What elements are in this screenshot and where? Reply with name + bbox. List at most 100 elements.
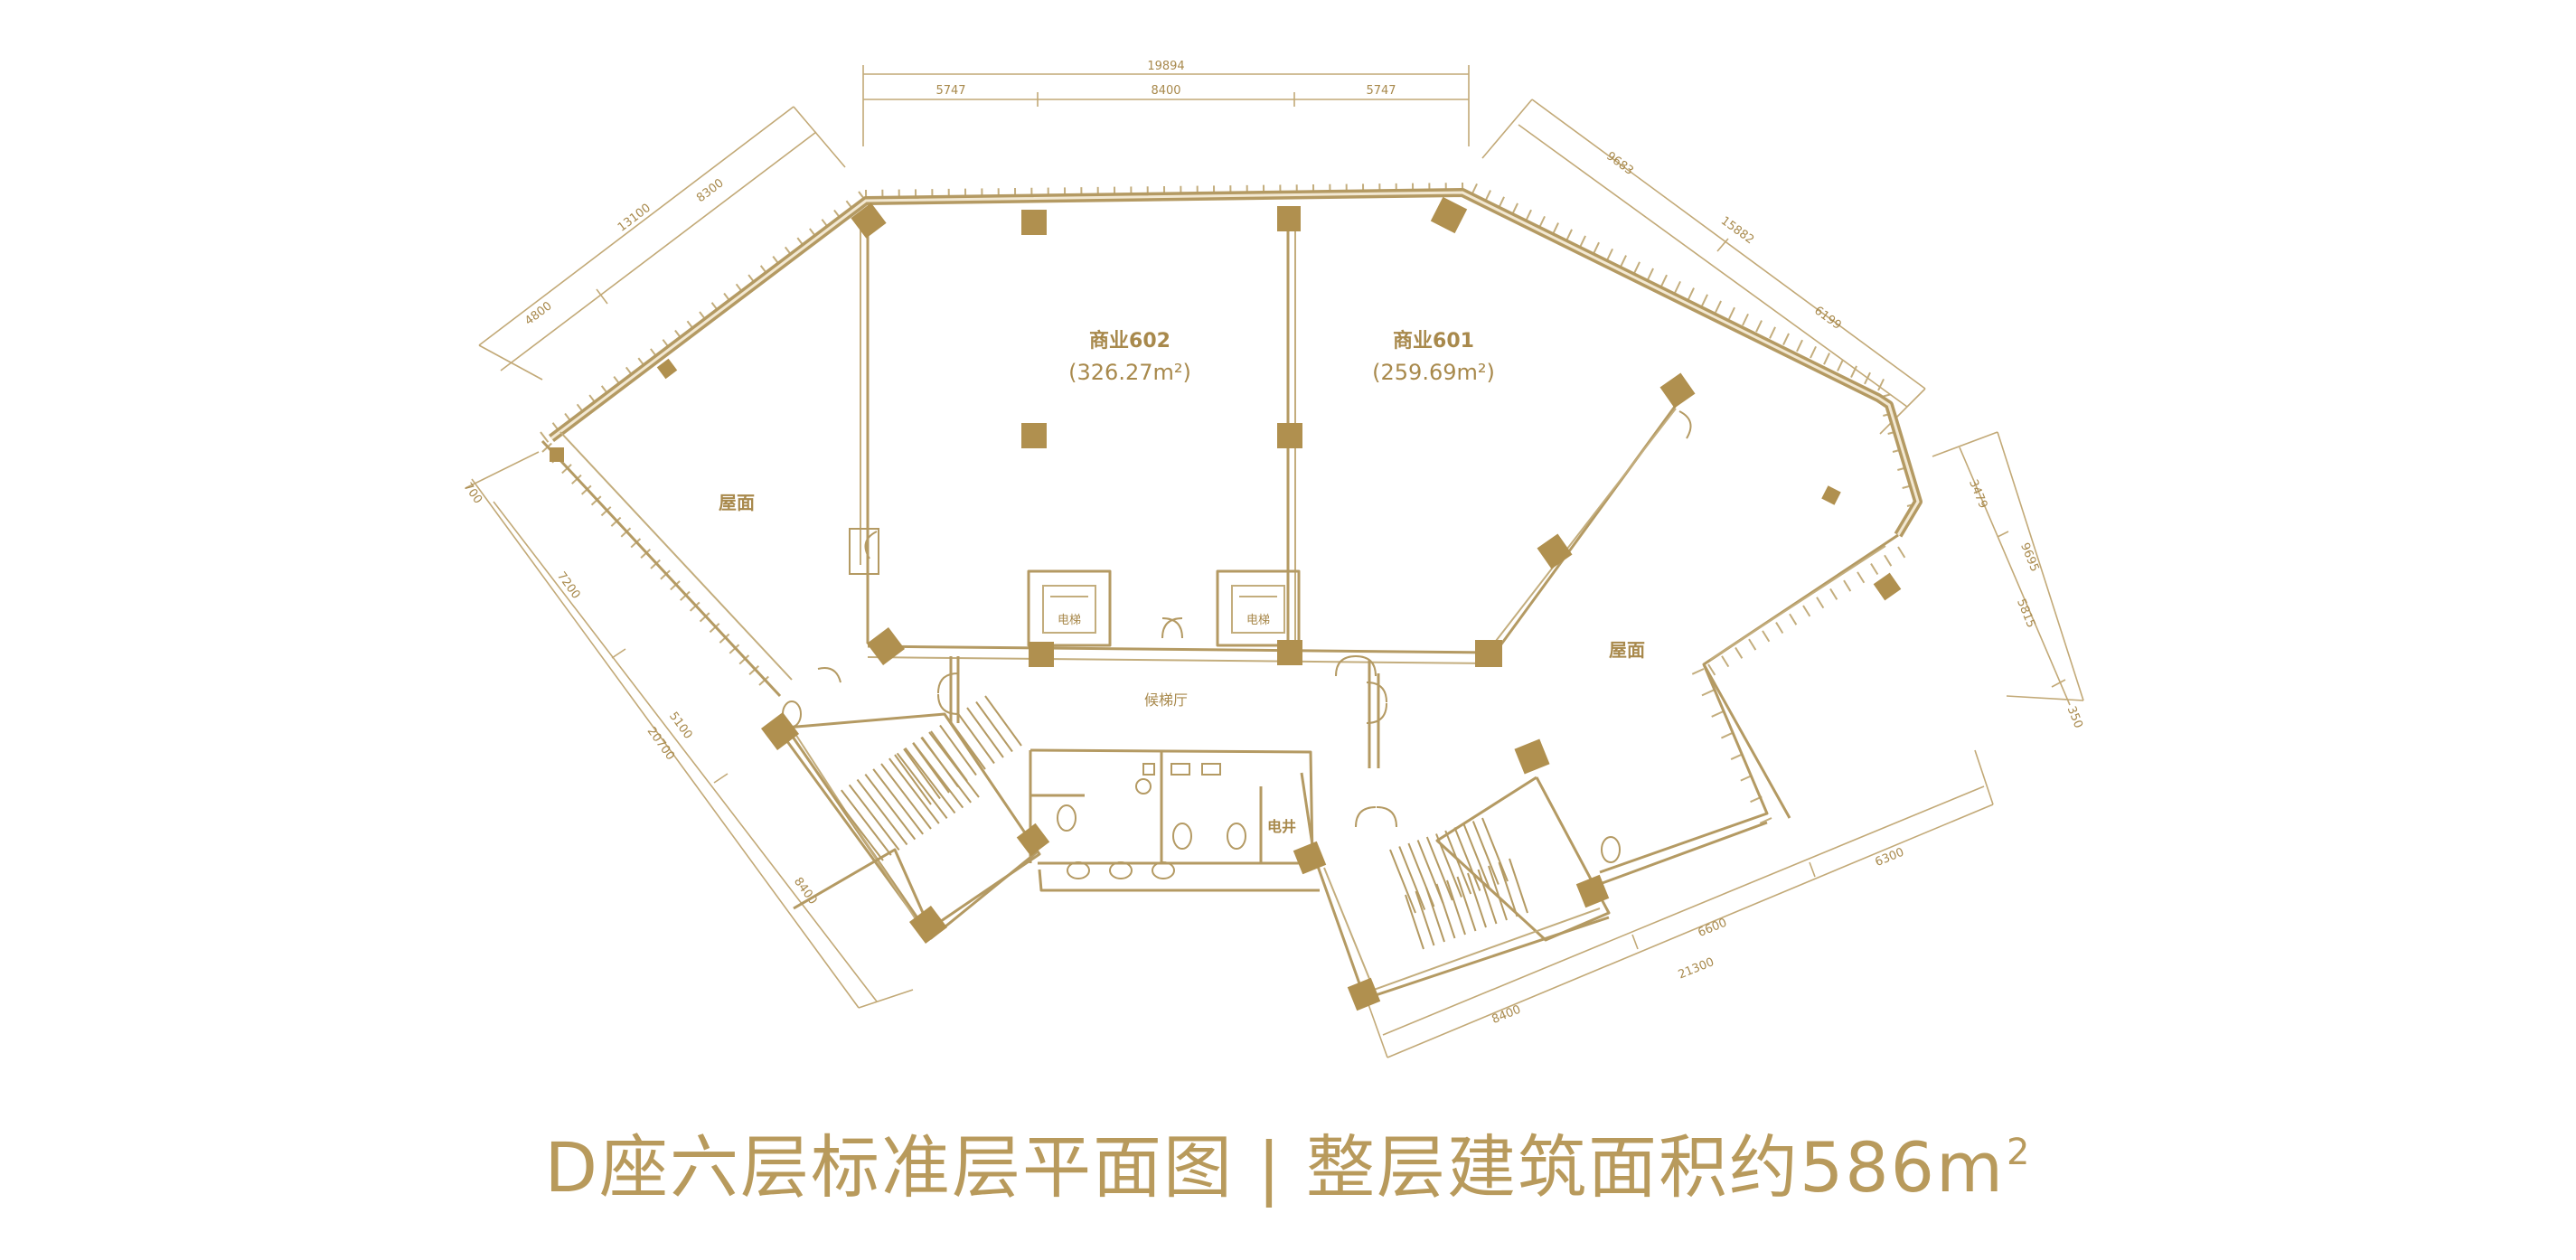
stair-tread bbox=[957, 712, 995, 765]
stair-tread bbox=[1498, 861, 1518, 917]
railing-tick bbox=[758, 675, 769, 686]
stair-tread bbox=[930, 730, 968, 782]
stair-tread bbox=[1415, 890, 1435, 946]
dim-ur-a: 9683 bbox=[1603, 149, 1636, 178]
railing-tick bbox=[1565, 229, 1573, 241]
stair-tread bbox=[841, 789, 892, 856]
room-shaft: 电井 bbox=[1267, 818, 1296, 835]
railing-tick bbox=[1728, 306, 1735, 320]
dimension-lines bbox=[465, 65, 2084, 1058]
stair-tread bbox=[1405, 894, 1424, 950]
railing-tick bbox=[1715, 300, 1722, 314]
railing-tick bbox=[1711, 710, 1724, 718]
railing-tick bbox=[1782, 333, 1790, 346]
railing-tick bbox=[1755, 320, 1763, 333]
railing-tick bbox=[1796, 339, 1803, 353]
railing-tick bbox=[1877, 378, 1885, 391]
dim-left-total: 20700 bbox=[644, 725, 677, 763]
columns bbox=[550, 196, 1902, 1011]
stair-tread bbox=[939, 724, 977, 776]
room-elevator-left: 电梯 bbox=[1058, 614, 1081, 627]
railing-tick bbox=[1701, 294, 1708, 306]
railing-tick bbox=[719, 633, 730, 644]
railing-tick bbox=[1579, 235, 1586, 249]
stair-tread bbox=[1425, 887, 1445, 943]
railing-tick bbox=[1748, 638, 1757, 651]
railing-tick bbox=[1735, 646, 1744, 659]
stair-tread bbox=[894, 754, 932, 805]
dim-left-a: 700 bbox=[460, 480, 484, 506]
railing-tick bbox=[1620, 255, 1627, 268]
dim-ur-b: 6199 bbox=[1811, 304, 1844, 333]
railing-tick bbox=[1870, 563, 1879, 576]
stair-tread bbox=[1446, 879, 1466, 936]
stair-tread bbox=[896, 752, 948, 819]
dim-right-a: 3479 bbox=[1966, 478, 1989, 511]
dim-right-b: 5815 bbox=[2014, 597, 2037, 630]
railing-tick bbox=[1633, 261, 1641, 274]
dim-top-left: 5747 bbox=[935, 84, 965, 98]
railing-tick bbox=[1742, 313, 1749, 326]
railing-tick bbox=[748, 665, 760, 676]
stair-tread bbox=[848, 784, 900, 851]
stair-tread bbox=[1398, 846, 1426, 910]
caption-text: D座六层标准层平面图 | 整层建筑面积约586m bbox=[544, 1127, 2006, 1208]
stair-tread bbox=[1456, 876, 1477, 932]
railing-tick bbox=[1701, 689, 1715, 697]
stair-tread bbox=[1509, 858, 1528, 914]
stair-tread bbox=[966, 707, 1004, 758]
railing-tick bbox=[1593, 241, 1600, 255]
stair-tread bbox=[888, 757, 940, 824]
railing-tick bbox=[1721, 655, 1730, 668]
dim-top-total: 19894 bbox=[1147, 60, 1184, 73]
railing-tick bbox=[729, 644, 740, 654]
dim-ur-total: 15882 bbox=[1718, 214, 1756, 247]
dim-ul-b: 4800 bbox=[522, 299, 554, 328]
stair-tread bbox=[1453, 827, 1481, 891]
railing-tick bbox=[540, 431, 550, 443]
railing-tick bbox=[1789, 613, 1798, 625]
railing-tick bbox=[1660, 274, 1668, 287]
stair-tread bbox=[1462, 823, 1490, 889]
railing-tick bbox=[1802, 605, 1811, 617]
dim-bottom-b: 6600 bbox=[1697, 917, 1729, 940]
stair-tread bbox=[948, 719, 986, 770]
stair-tread bbox=[1488, 865, 1508, 921]
dim-bottom-a: 6300 bbox=[1874, 846, 1906, 870]
railing-tick bbox=[1688, 287, 1695, 300]
room-602-name: 商业602 bbox=[1089, 329, 1170, 353]
stair-tread bbox=[921, 736, 959, 788]
railing-tick bbox=[1647, 268, 1654, 281]
caption-superscript: 2 bbox=[2007, 1132, 2032, 1173]
stair-tread bbox=[880, 763, 932, 830]
stair-tread bbox=[912, 742, 950, 794]
dim-ul-a: 8300 bbox=[694, 176, 726, 205]
dim-bottom-total: 21300 bbox=[1677, 955, 1716, 982]
stair-tread bbox=[1477, 869, 1498, 925]
railing-tick bbox=[1707, 663, 1716, 676]
railing-tick bbox=[1897, 546, 1906, 559]
stair-tread bbox=[975, 701, 1013, 753]
railing-tick bbox=[1816, 597, 1825, 609]
railing-tick bbox=[1823, 353, 1830, 365]
plan-caption: D座六层标准层平面图 | 整层建筑面积约586m2 bbox=[0, 1112, 2576, 1211]
railing-tick bbox=[1552, 222, 1559, 235]
stair-tread bbox=[1389, 849, 1416, 914]
room-elevator-right: 电梯 bbox=[1246, 614, 1270, 627]
room-601-name: 商业601 bbox=[1393, 329, 1474, 353]
outer-facade bbox=[548, 188, 1923, 538]
railing-tick bbox=[1810, 345, 1817, 359]
dim-top-mid: 8400 bbox=[1151, 84, 1180, 98]
stair-tread bbox=[856, 778, 908, 846]
stair-tread bbox=[903, 748, 941, 800]
walls bbox=[541, 206, 1899, 1001]
railing-tick bbox=[1606, 248, 1613, 261]
railing-tick bbox=[738, 654, 750, 665]
elevators bbox=[1027, 569, 1301, 647]
railing-tick bbox=[1691, 668, 1705, 675]
railing-tick bbox=[1843, 579, 1852, 592]
railing-tick bbox=[1775, 622, 1784, 635]
stair-tread bbox=[1481, 817, 1509, 882]
railing-tick bbox=[1762, 630, 1771, 643]
